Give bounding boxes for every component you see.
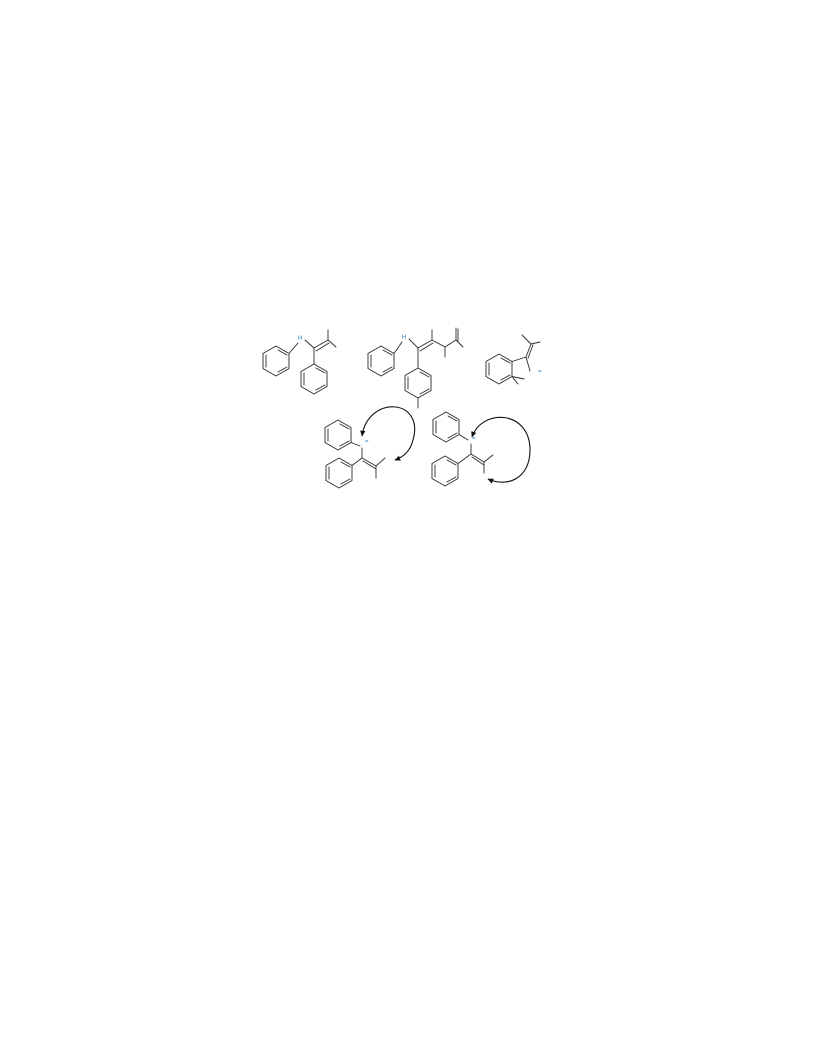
phenyl-ring <box>300 363 328 395</box>
phenyl-ring <box>262 345 290 377</box>
benzo-ring <box>485 353 513 385</box>
phenyl-ring <box>324 419 352 451</box>
curved-arrow-left <box>360 406 416 461</box>
nh-label: H <box>298 336 302 342</box>
molecule-1: H <box>262 329 337 395</box>
heteroatom-label: = <box>365 439 369 445</box>
phenyl-ring <box>432 411 460 443</box>
phenyl-ring <box>325 457 353 489</box>
molecule-5: = <box>431 411 494 487</box>
molecule-4: = <box>324 419 386 489</box>
molecule-2: H <box>367 327 464 409</box>
phenyl-ring <box>367 345 395 377</box>
molecule-3: = <box>485 334 542 385</box>
curved-arrow-right <box>471 416 531 484</box>
phenyl-ring <box>431 455 459 487</box>
tolyl-ring <box>404 367 432 399</box>
heteroatom-label: = <box>538 369 542 375</box>
nh-label: H <box>402 335 406 341</box>
